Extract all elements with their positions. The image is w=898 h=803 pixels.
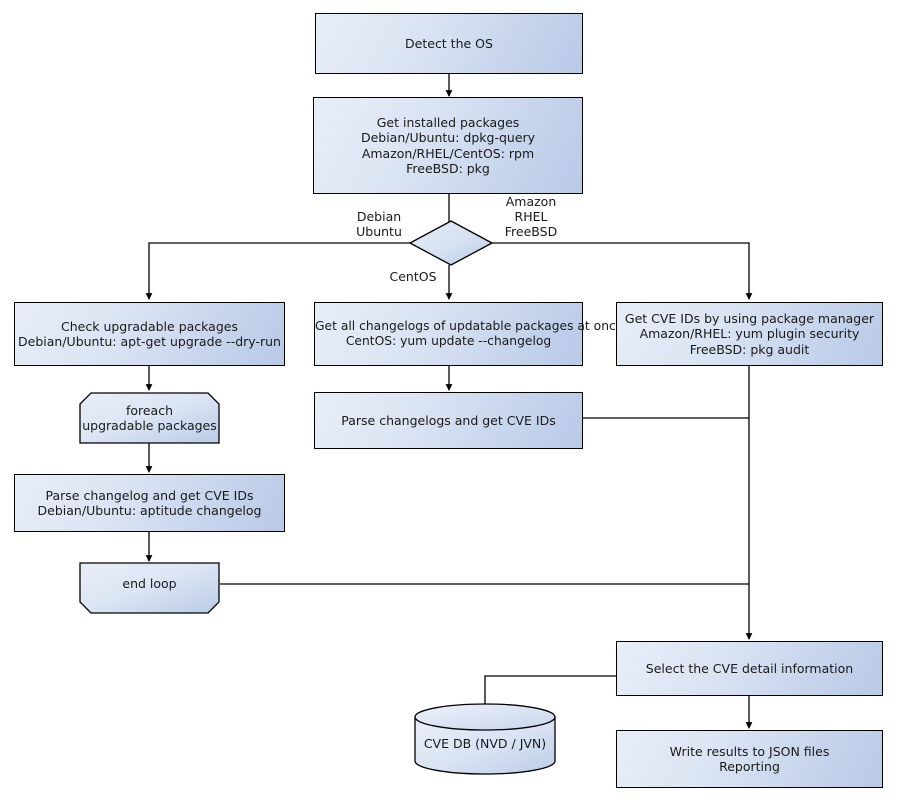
node-get-all-changelogs-label: Get all changelogs of updatable packages…	[313, 319, 623, 350]
node-check-upgradable-packages-label: Check upgradable packages Debian/Ubuntu:…	[15, 319, 284, 350]
line-4: FreeBSD: pkg	[406, 161, 490, 176]
node-os-decision[interactable]	[409, 220, 493, 266]
line-1: foreach	[125, 402, 174, 418]
edge-decision-to-check-upgradable	[145, 242, 410, 300]
line-1: Parse changelog and get CVE IDs	[45, 487, 254, 503]
node-write-results-json[interactable]: Write results to JSON files Reporting	[616, 730, 883, 788]
node-detect-the-os-label: Detect the OS	[405, 35, 493, 51]
node-parse-changelogs-multi[interactable]: Parse changelogs and get CVE IDs	[314, 392, 583, 449]
line-2: Debian/Ubuntu: dpkg-query	[360, 130, 536, 145]
edge-label-debian-ubuntu: Debian Ubuntu	[348, 209, 410, 239]
line-3: Amazon/RHEL/CentOS: rpm	[361, 145, 535, 161]
line-2: Ubuntu	[356, 224, 402, 239]
node-end-loop-label: end loop	[79, 558, 220, 610]
node-select-cve-detail-label: Select the CVE detail information	[645, 660, 854, 676]
node-get-installed-packages[interactable]: Get installed packages Debian/Ubuntu: dp…	[313, 97, 583, 194]
line-1: Check upgradable packages	[61, 318, 238, 334]
line-1: Amazon	[505, 194, 557, 209]
node-foreach-loop-start[interactable]	[79, 392, 220, 444]
centos-text: CentOS	[389, 269, 437, 284]
node-get-all-changelogs[interactable]: Get all changelogs of updatable packages…	[313, 302, 623, 366]
node-get-cve-ids-package-manager[interactable]: Get CVE IDs by using package manager Ama…	[616, 302, 883, 366]
line-1: Debian	[356, 209, 402, 224]
node-get-installed-packages-label: Get installed packages Debian/Ubuntu: dp…	[314, 115, 582, 177]
cve-db-text: CVE DB (NVD / JVN)	[423, 736, 547, 752]
line-2: CentOS: yum update --changelog	[345, 334, 552, 348]
node-cve-db-label: CVE DB (NVD / JVN)	[414, 715, 556, 773]
line-3: FreeBSD: pkg audit	[689, 341, 810, 357]
line-2: RHEL	[514, 209, 548, 224]
line-1: Get all changelogs of updatable packages…	[315, 318, 624, 333]
line-1: Get installed packages	[376, 114, 520, 130]
node-write-results-json-label: Write results to JSON files Reporting	[617, 744, 882, 775]
line-2: Amazon/RHEL: yum plugin security	[639, 326, 860, 342]
node-check-upgradable-packages[interactable]: Check upgradable packages Debian/Ubuntu:…	[14, 302, 285, 366]
node-cve-db[interactable]	[414, 703, 556, 775]
line-2: upgradable packages	[82, 418, 217, 433]
line-2: Debian/Ubuntu: apt-get upgrade --dry-run	[18, 334, 281, 349]
edge-label-centos: CentOS	[385, 269, 441, 284]
node-parse-changelog-single-label: Parse changelog and get CVE IDs Debian/U…	[15, 488, 284, 519]
node-end-loop[interactable]	[79, 562, 220, 614]
node-detect-the-os[interactable]: Detect the OS	[315, 13, 583, 74]
end-loop-text: end loop	[122, 576, 177, 592]
edge-label-amazon-rhel-freebsd: Amazon RHEL FreeBSD	[497, 194, 565, 239]
node-select-cve-detail[interactable]: Select the CVE detail information	[616, 641, 883, 696]
line-3: FreeBSD	[504, 224, 558, 239]
line-1: Get CVE IDs by using package manager	[624, 310, 875, 326]
node-parse-changelog-single[interactable]: Parse changelog and get CVE IDs Debian/U…	[14, 474, 285, 532]
node-get-cve-ids-package-manager-label: Get CVE IDs by using package manager Ama…	[617, 311, 882, 358]
node-parse-changelogs-multi-label: Parse changelogs and get CVE IDs	[341, 412, 556, 428]
node-foreach-loop-start-label: foreach upgradable packages	[79, 392, 220, 444]
line-2: Reporting	[719, 759, 780, 774]
edge-decision-to-cveids	[492, 242, 753, 300]
line-2: Debian/Ubuntu: aptitude changelog	[37, 503, 262, 518]
line-1: Write results to JSON files	[669, 743, 830, 759]
